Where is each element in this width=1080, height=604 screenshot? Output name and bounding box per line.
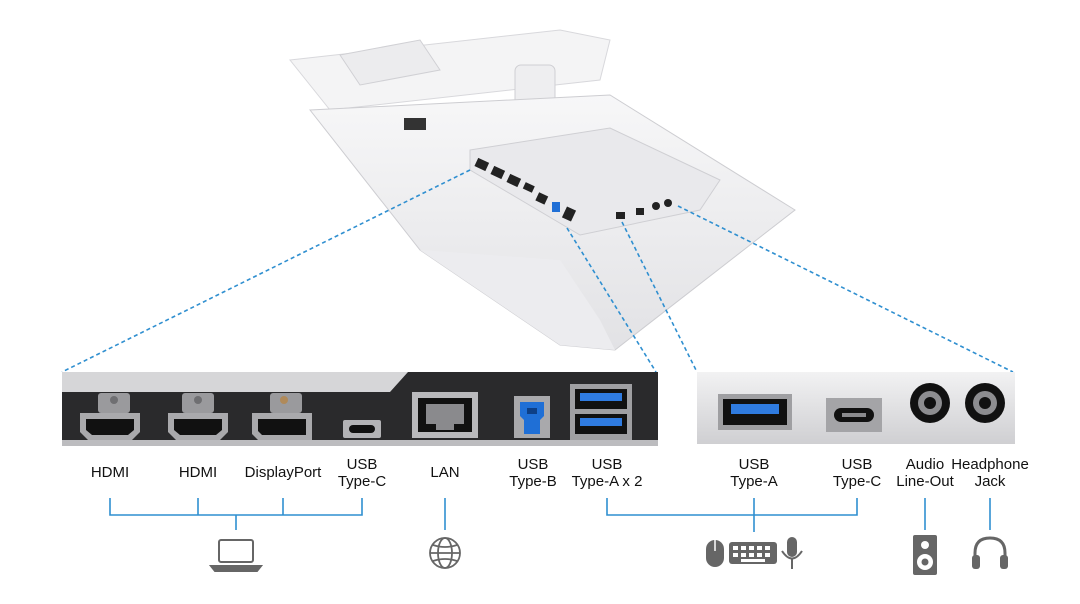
speaker-icon xyxy=(913,535,937,575)
hdmi-port-2 xyxy=(168,393,228,440)
usb-a-port-right xyxy=(718,394,792,430)
grouping-brackets xyxy=(109,498,991,532)
usb-a-stack xyxy=(570,384,632,440)
monitor-rear-view xyxy=(289,29,796,351)
lan-label: LAN xyxy=(430,464,460,481)
usb-b-port xyxy=(514,396,550,438)
mouse-icon xyxy=(706,540,724,567)
displayport-label: DisplayPort xyxy=(244,464,322,481)
headphone-jack-port xyxy=(965,383,1005,423)
audio-jack-port xyxy=(910,383,950,423)
keyboard-icon xyxy=(729,542,777,564)
hdmi-label-1: HDMI xyxy=(90,464,130,481)
displayport-port xyxy=(252,393,312,440)
left-port-panel xyxy=(62,372,658,446)
globe-icon xyxy=(429,537,461,569)
right-port-panel xyxy=(697,372,1015,444)
usb-c-port-right xyxy=(826,398,882,432)
microphone-icon xyxy=(781,537,803,569)
callout-lines xyxy=(61,169,1014,373)
lan-port xyxy=(412,392,478,438)
hdmi-port-1 xyxy=(80,393,140,440)
hdmi-label-2: HDMI xyxy=(178,464,218,481)
usb-c-port-left xyxy=(343,420,381,438)
headphones-icon xyxy=(972,536,1008,569)
laptop-icon xyxy=(208,539,264,572)
